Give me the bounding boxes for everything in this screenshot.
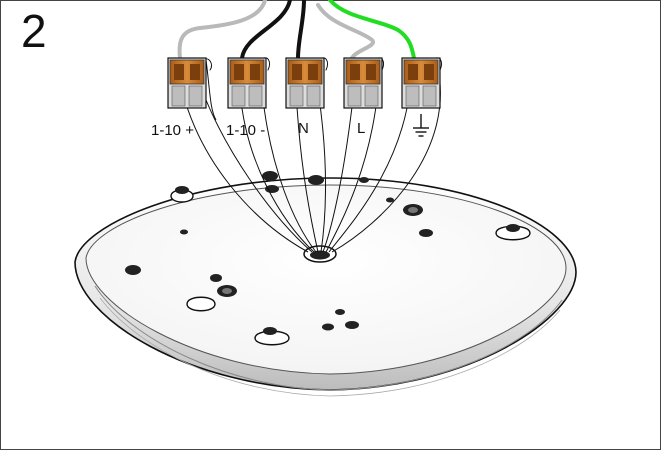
internal-wires (181, 59, 441, 253)
terminal-ground (401, 57, 441, 109)
mounting-base (74, 177, 577, 397)
supply-wires (177, 0, 443, 71)
terminal-label-l: L (357, 120, 365, 137)
wire-1-10-minus (240, 0, 292, 60)
terminal-label-1-10-minus: 1-10 - (226, 122, 265, 139)
base-holes (125, 171, 531, 346)
wire-ground (328, 0, 416, 60)
terminal-l (343, 57, 383, 109)
terminal-n (285, 57, 325, 109)
wire-1-10-plus (177, 0, 267, 60)
terminal-1-10-plus (167, 57, 207, 109)
terminal-labels: 1-10 + 1-10 - N L (151, 114, 429, 139)
terminal-label-1-10-plus: 1-10 + (151, 122, 194, 139)
wire-l (316, 3, 376, 60)
terminal-label-n: N (298, 120, 309, 137)
step-number: 2 (21, 5, 47, 57)
terminal-blocks (167, 57, 441, 109)
ground-icon (413, 114, 429, 137)
terminal-1-10-minus (227, 57, 267, 109)
wire-n (296, 0, 306, 60)
